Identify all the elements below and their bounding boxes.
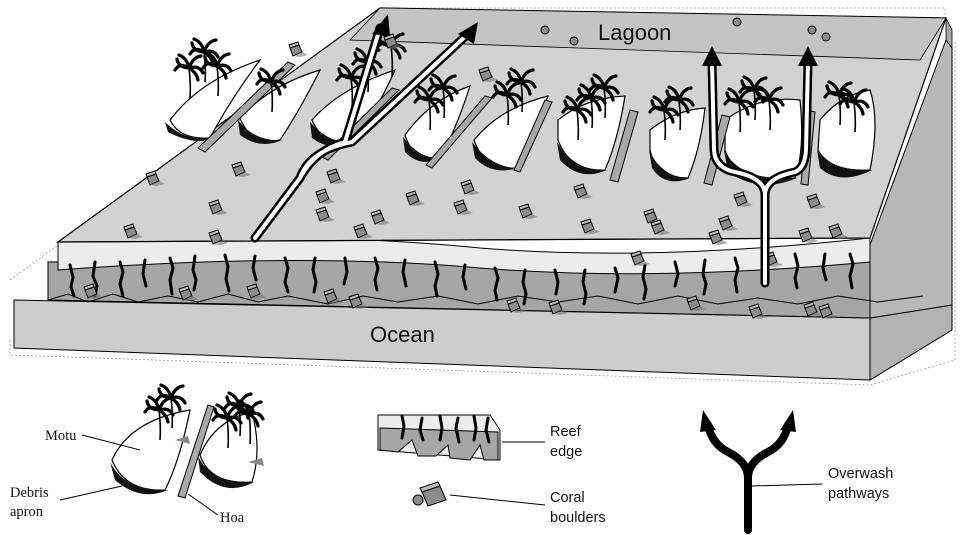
legend-hoa-label: Hoa: [220, 510, 245, 526]
legend-overwash: [700, 410, 822, 530]
legend-overwash-label-1: Overwash: [828, 466, 893, 482]
legend-motu-hoa: [60, 385, 264, 515]
legend-reef-label-1: Reef: [550, 424, 582, 440]
legend-debris-label-2: apron: [10, 504, 44, 520]
legend-coral-boulders: [413, 482, 545, 506]
legend-reef-label-2: edge: [550, 444, 582, 460]
legend-overwash-label-2: pathways: [828, 486, 889, 502]
ocean-label: Ocean: [370, 322, 435, 347]
lagoon-label: Lagoon: [598, 20, 671, 45]
legend: Motu Debris apron Hoa Reef edge Coral bo…: [10, 385, 893, 530]
legend-coral-label-2: boulders: [550, 510, 606, 526]
legend-motu-label: Motu: [45, 428, 76, 444]
legend-debris-label-1: Debris: [10, 485, 49, 501]
legend-coral-label-1: Coral: [550, 490, 585, 506]
legend-reef-edge: [378, 415, 545, 460]
block-diagram: Lagoon Ocean: [10, 8, 955, 385]
